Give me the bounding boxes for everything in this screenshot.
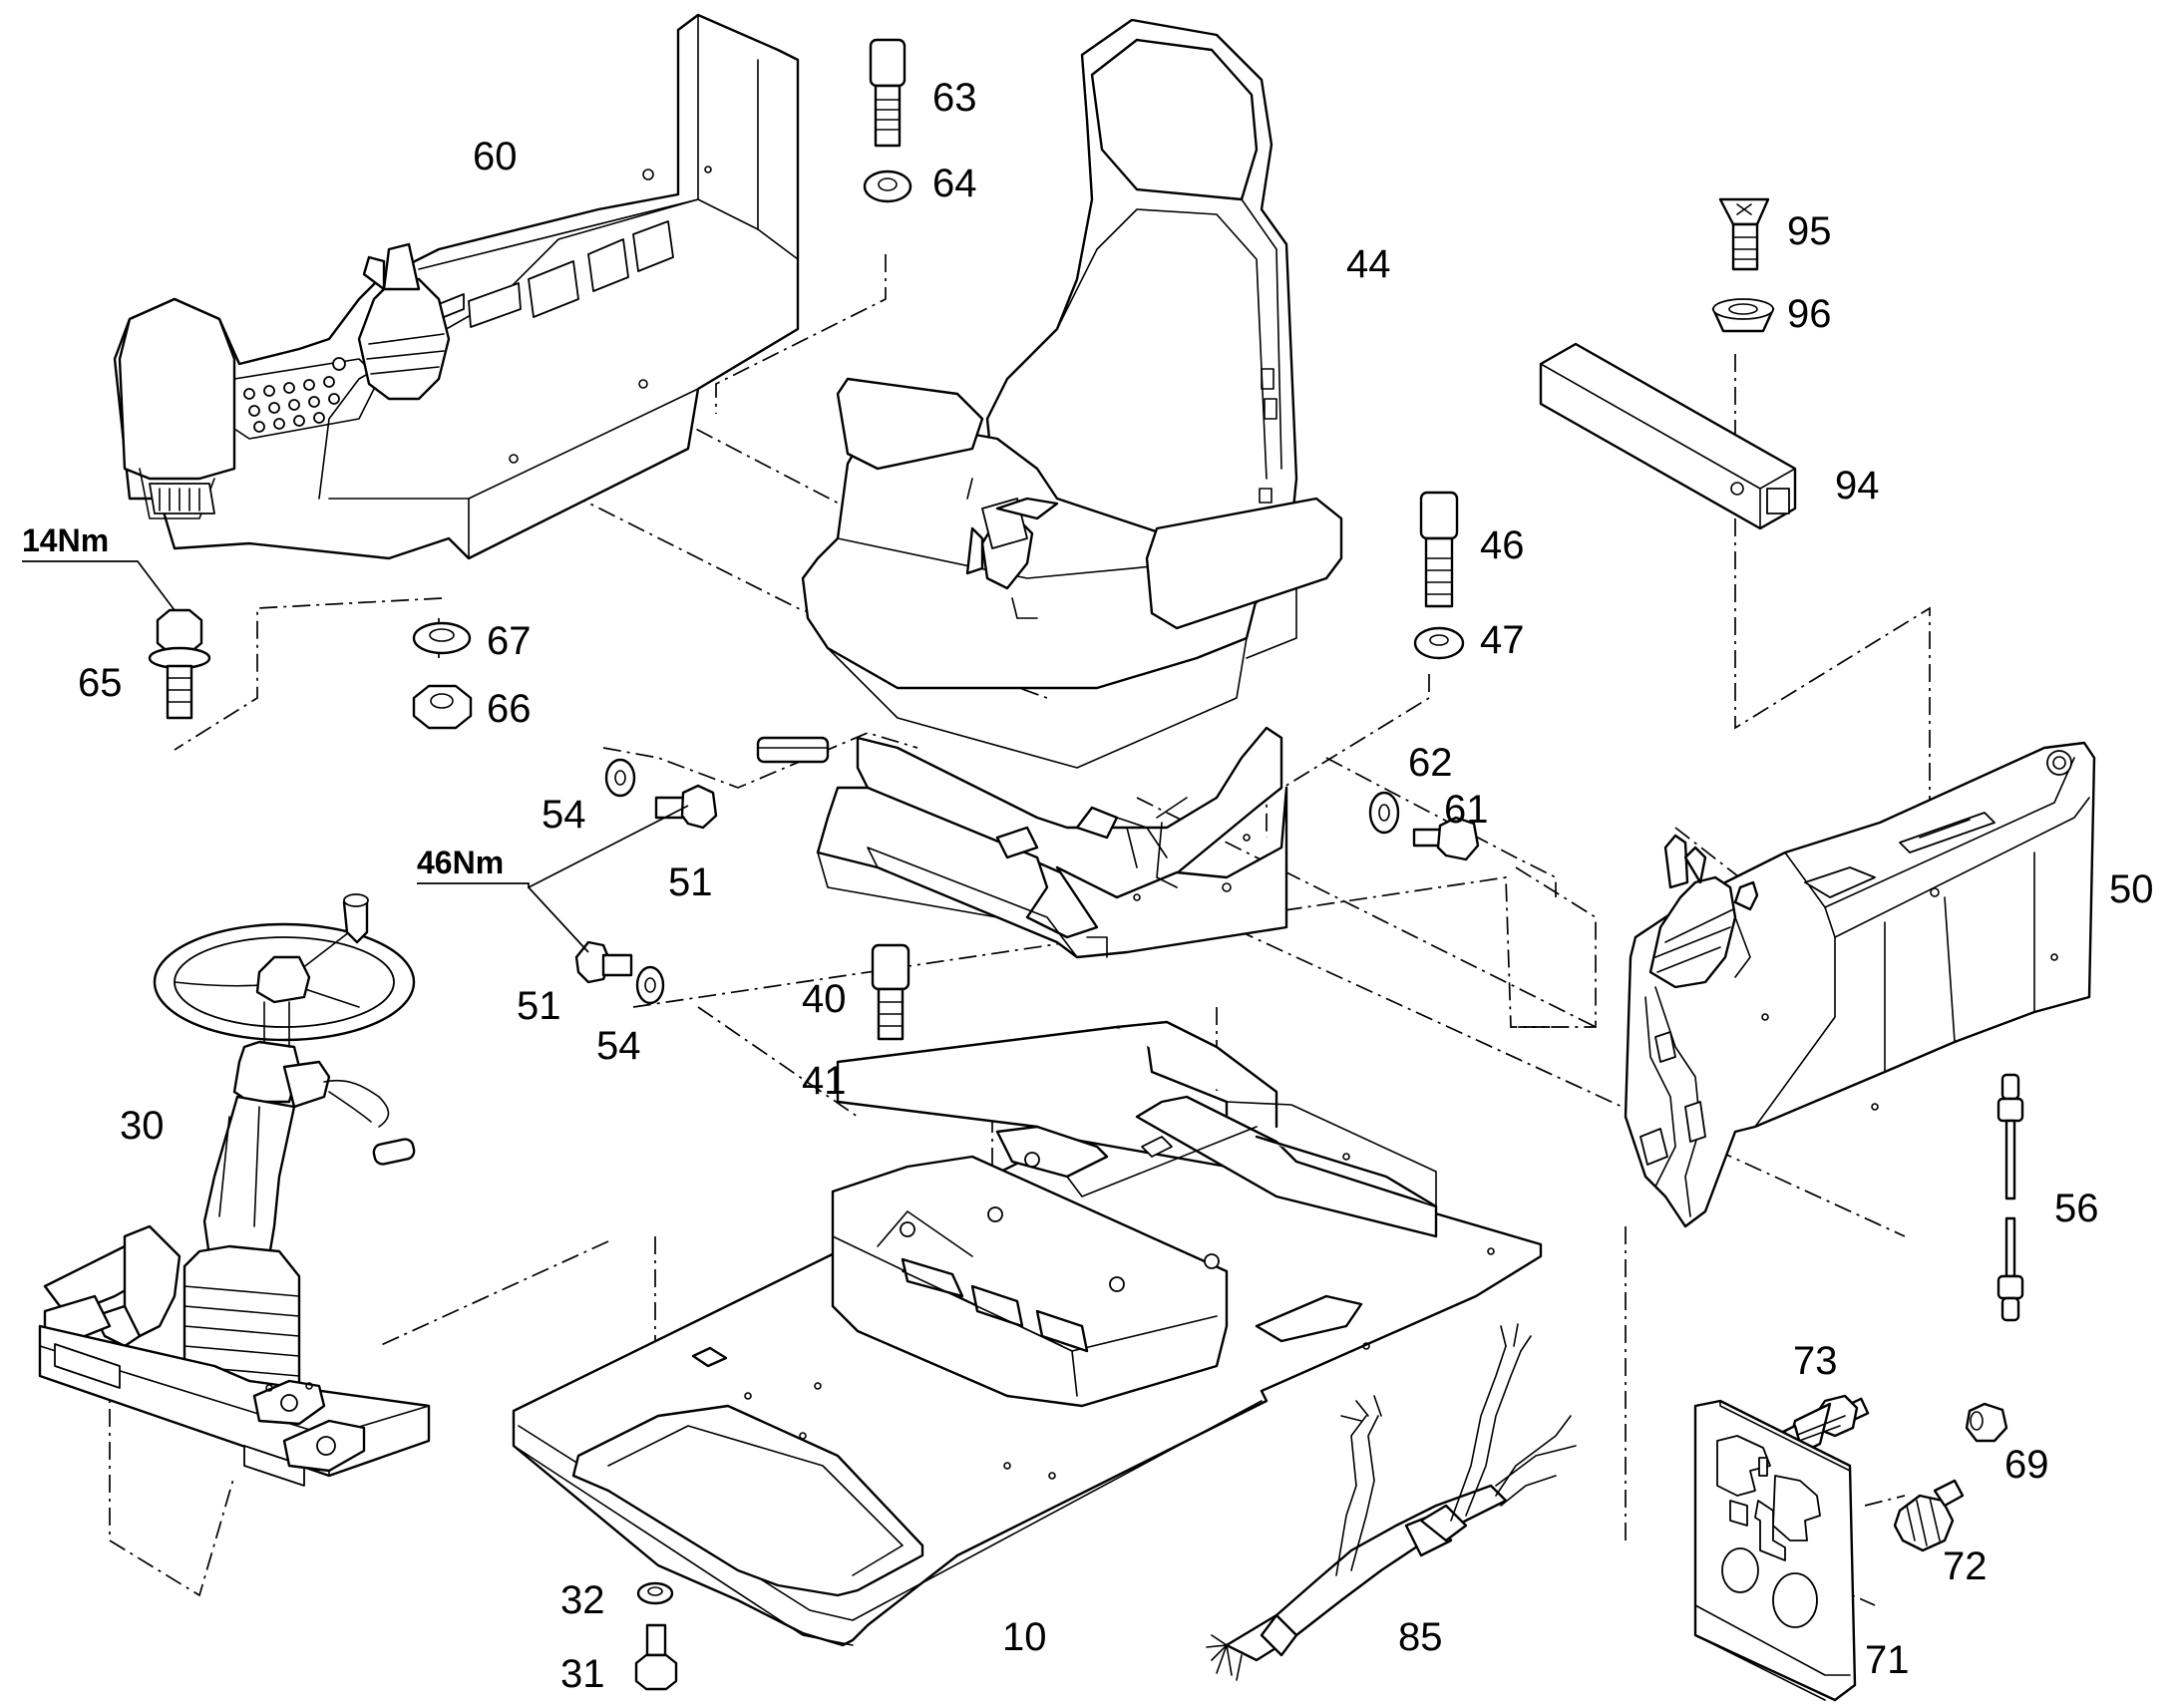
callout-50: 50 [2109,867,2154,911]
callout-56: 56 [2054,1187,2099,1230]
part-96-cup-washer [1711,298,1775,333]
part-30-steering-column [38,893,431,1487]
part-50-right-console [1624,741,2096,1228]
callout-30: 30 [120,1104,165,1148]
torque-labels: 14Nm 46Nm [22,522,504,880]
part-61-bolt [1412,816,1480,861]
callout-51-lower: 51 [517,984,561,1028]
callout-66: 66 [487,687,532,731]
callout-64: 64 [932,162,977,205]
torque-label-46nm: 46Nm [417,845,504,880]
callout-96: 96 [1787,292,1832,336]
callout-67: 67 [487,619,532,663]
part-72-connector [1893,1479,1965,1552]
part-71-mounting-plate [1693,1399,1857,1702]
part-32-washer [636,1581,674,1605]
callout-41: 41 [802,1059,847,1103]
part-63-bolt [869,38,907,148]
torque-leaders [22,560,689,953]
part-65-flange-bolt [148,608,211,720]
part-51-bolt-lower [574,940,633,984]
part-60-left-console [113,13,800,560]
callout-94: 94 [1835,464,1880,508]
callout-47: 47 [1480,618,1525,662]
part-54-washer-upper [604,758,636,798]
part-31-bolt [634,1623,678,1691]
callout-labels: 60 63 64 44 95 96 94 46 47 67 66 65 62 6… [78,76,2154,1696]
callout-69: 69 [2004,1443,2049,1487]
callout-85: 85 [1398,1615,1443,1659]
callout-73: 73 [1793,1339,1838,1383]
callout-72: 72 [1943,1544,1988,1588]
callout-40: 40 [802,977,847,1021]
part-94-block [1539,342,1797,530]
callout-10: 10 [1002,1615,1047,1659]
callout-32: 32 [560,1578,605,1622]
callout-61: 61 [1444,788,1489,832]
callout-95: 95 [1787,209,1832,253]
callout-44: 44 [1346,242,1391,286]
callout-51-upper: 51 [668,860,713,904]
torque-label-14nm: 14Nm [22,522,109,558]
part-51-bolt-upper [654,784,718,830]
part-95-screw [1718,197,1770,271]
part-10-floor-plate [512,1020,1543,1647]
callout-54-upper: 54 [542,793,586,837]
part-64-washer [863,170,912,203]
callout-71: 71 [1865,1638,1910,1682]
part-44-seat [756,18,1343,959]
callout-54-lower: 54 [596,1024,641,1068]
callout-60: 60 [473,135,518,178]
callout-46: 46 [1480,523,1525,567]
part-56-rod [1997,1073,2024,1322]
callout-65: 65 [78,661,123,705]
callout-31: 31 [560,1652,605,1696]
callout-62: 62 [1408,741,1453,785]
part-67-washer [412,621,472,655]
part-69-plug [1965,1402,2008,1443]
part-54-washer-lower [635,965,665,1005]
part-85-harness [1206,1323,1577,1681]
part-62-washer [1368,791,1400,835]
part-46-bolt [1419,491,1459,608]
part-40-bolt [871,943,910,1041]
part-47-washer [1413,626,1465,660]
callout-63: 63 [932,76,977,120]
part-66-nut [412,684,473,730]
